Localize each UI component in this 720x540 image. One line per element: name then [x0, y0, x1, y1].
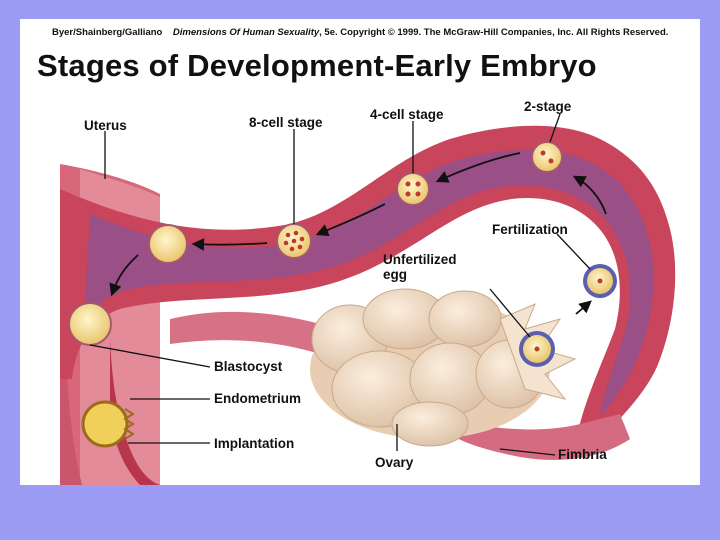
label-four-cell-stage: 4-cell stage: [370, 107, 444, 122]
four-cell-cell: [396, 172, 430, 206]
leader-lines: [89, 113, 591, 456]
fallopian-tube-lumen: [84, 149, 654, 417]
label-unfertilized-egg-line2: egg: [383, 267, 408, 282]
label-two-stage: 2-stage: [524, 99, 572, 114]
unfertilized-egg: [519, 331, 555, 367]
copyright-line: Byer/Shainberg/Galliano Dimensions Of Hu…: [52, 27, 668, 38]
label-unfertilized-egg-line1: Unfertilized: [383, 252, 457, 267]
movement-arrows: [109, 152, 607, 315]
label-fertilization: Fertilization: [492, 222, 568, 237]
copyright-text: , 5e. Copyright © 1999. The McGraw-Hill …: [319, 27, 669, 38]
label-fimbria: Fimbria: [558, 447, 607, 462]
embryo-diagram: [60, 113, 676, 485]
label-blastocyst: Blastocyst: [214, 359, 283, 374]
two-stage-cell: [531, 141, 563, 173]
authors-text: Byer/Shainberg/Galliano: [52, 27, 163, 38]
label-endometrium: Endometrium: [214, 391, 302, 406]
label-eight-cell-stage: 8-cell stage: [249, 115, 323, 130]
book-title-text: Dimensions Of Human Sexuality: [172, 27, 320, 38]
slide: Byer/Shainberg/Galliano Dimensions Of Hu…: [20, 19, 700, 485]
eight-cell-cell: [276, 223, 312, 259]
fimbria-shape: [450, 414, 630, 460]
label-ovary: Ovary: [375, 455, 414, 470]
blastocyst-cell: [68, 302, 112, 346]
morula-cell: [148, 224, 188, 264]
fertilization-egg: [583, 264, 617, 298]
implantation-cell: [81, 400, 135, 448]
endometrium-band: [110, 339, 160, 485]
ovarian-ligament: [170, 311, 320, 354]
label-implantation: Implantation: [214, 436, 295, 451]
label-uterus: Uterus: [84, 118, 127, 133]
page-title: Stages of Development-Early Embryo: [37, 48, 597, 83]
ovary-shape: [310, 288, 577, 447]
